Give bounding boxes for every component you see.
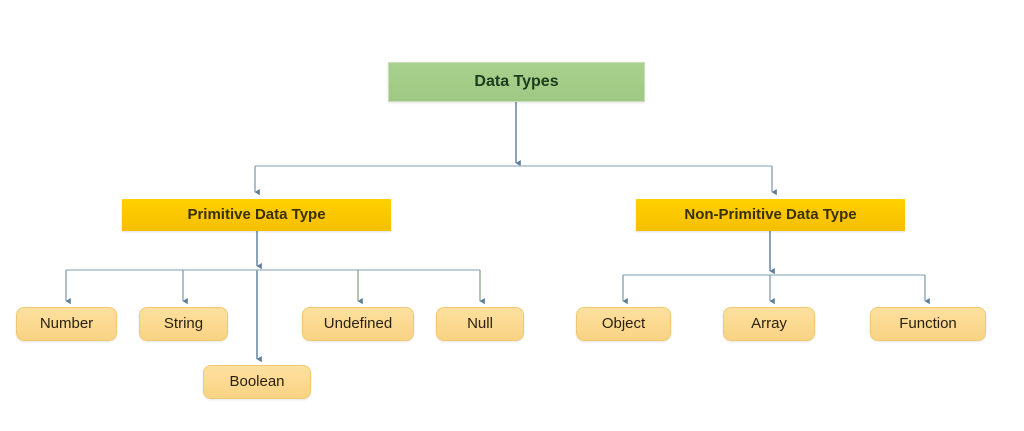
node-object[interactable]: Object — [576, 307, 671, 341]
node-array[interactable]: Array — [723, 307, 815, 341]
node-data-types[interactable]: Data Types — [388, 62, 645, 102]
node-label: Null — [467, 314, 493, 332]
node-label: Array — [751, 314, 787, 332]
node-non-primitive-data-type[interactable]: Non-Primitive Data Type — [636, 199, 905, 231]
node-label: Boolean — [229, 372, 285, 390]
node-label: Primitive Data Type — [187, 205, 326, 223]
node-label: String — [163, 314, 204, 332]
node-label: Undefined — [323, 314, 393, 332]
node-label: Non-Primitive Data Type — [684, 205, 857, 223]
node-string[interactable]: String — [139, 307, 228, 341]
node-label: Data Types — [474, 73, 559, 91]
connector-primitive-bus — [65, 269, 485, 305]
node-primitive-data-type[interactable]: Primitive Data Type — [122, 199, 391, 231]
node-function[interactable]: Function — [870, 307, 986, 341]
node-label: Number — [39, 314, 94, 332]
connector-nonprimitive-bus — [622, 274, 930, 305]
node-undefined[interactable]: Undefined — [302, 307, 414, 341]
node-label: Object — [601, 314, 646, 332]
node-number[interactable]: Number — [16, 307, 117, 341]
node-label: Function — [899, 314, 957, 332]
connector-level1-bus — [254, 165, 777, 196]
node-boolean[interactable]: Boolean — [203, 365, 311, 399]
node-null[interactable]: Null — [436, 307, 524, 341]
